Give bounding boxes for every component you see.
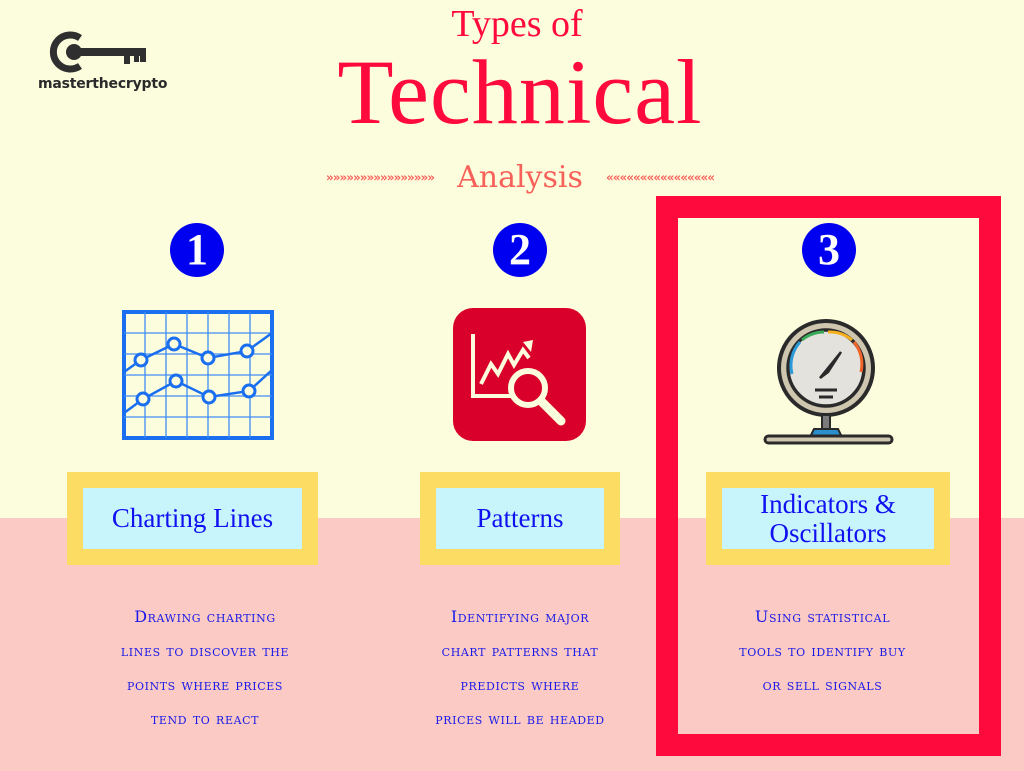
- description-line: tend to react: [150, 709, 260, 728]
- description-line: or sell signals: [762, 675, 883, 694]
- description-line: prices will be headed: [435, 709, 605, 728]
- label-box-indicators-oscillators: Indicators & Oscillators: [706, 472, 950, 565]
- label-line: Oscillators: [769, 517, 887, 548]
- chevrons-right-decoration: ««««««««««««««««: [606, 170, 715, 185]
- label-charting-lines: Charting Lines: [83, 488, 302, 549]
- number-badge-1: 1: [170, 223, 224, 277]
- label-box-charting-lines: Charting Lines: [67, 472, 318, 565]
- title-types-of: Types of: [451, 3, 583, 45]
- description-indicators-oscillators: Using statistical tools to identify buy …: [690, 600, 955, 702]
- label-patterns: Patterns: [436, 488, 604, 549]
- description-line: chart patterns that: [441, 641, 599, 660]
- description-line: Identifying major: [450, 607, 590, 626]
- description-line: tools to identify buy: [739, 641, 906, 660]
- chart-magnifier-icon: [453, 308, 586, 445]
- chevrons-left-decoration: »»»»»»»»»»»»»»»»: [325, 170, 435, 185]
- label-indicators-oscillators: Indicators & Oscillators: [722, 488, 934, 549]
- description-line: lines to discover the: [120, 641, 290, 660]
- subtitle-analysis: Analysis: [457, 160, 583, 195]
- number-badge-2: 2: [493, 223, 547, 277]
- subtitle-row: »»»»»»»»»»»»»»»» Analysis ««««««««««««««…: [0, 160, 1024, 195]
- brand-logo-text: masterthecrypto: [38, 76, 168, 92]
- description-charting-lines: Drawing charting lines to discover the p…: [60, 600, 350, 736]
- label-line: Indicators &: [760, 489, 896, 520]
- line-chart-grid-icon: [121, 309, 275, 445]
- highlight-frame: [656, 196, 1001, 756]
- gauge-icon: [762, 312, 896, 450]
- description-line: Using statistical: [754, 607, 891, 626]
- description-line: predicts where: [460, 675, 580, 694]
- description-patterns: Identifying major chart patterns that pr…: [385, 600, 655, 736]
- number-badge-3: 3: [802, 223, 856, 277]
- title-technical: Technical: [337, 41, 703, 143]
- description-line: points where prices: [126, 675, 284, 694]
- description-line: Drawing charting: [134, 607, 276, 626]
- label-box-patterns: Patterns: [420, 472, 620, 565]
- key-icon: [36, 28, 176, 98]
